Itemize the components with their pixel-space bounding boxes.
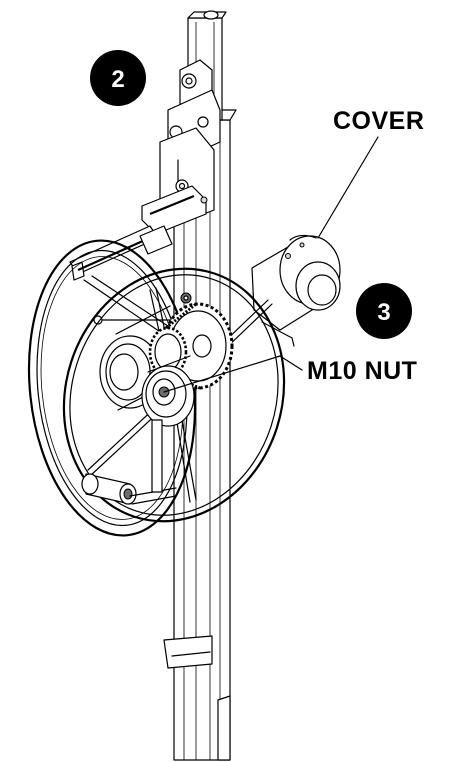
cover-part <box>251 234 341 347</box>
drive-hub <box>99 292 234 427</box>
cover-label: COVER <box>333 107 424 135</box>
step-number-2: 2 <box>111 66 124 93</box>
leader-lines <box>163 136 379 393</box>
step-badge-2: 2 <box>90 50 146 106</box>
step-number-3: 3 <box>377 299 390 326</box>
cover-leader-line <box>317 136 379 239</box>
lower-roller <box>81 419 177 505</box>
nut-leader-line <box>163 355 303 393</box>
step-badge-3: 3 <box>356 283 412 339</box>
m10-nut-label: M10 NUT <box>307 357 417 385</box>
top-bracket <box>141 59 221 235</box>
